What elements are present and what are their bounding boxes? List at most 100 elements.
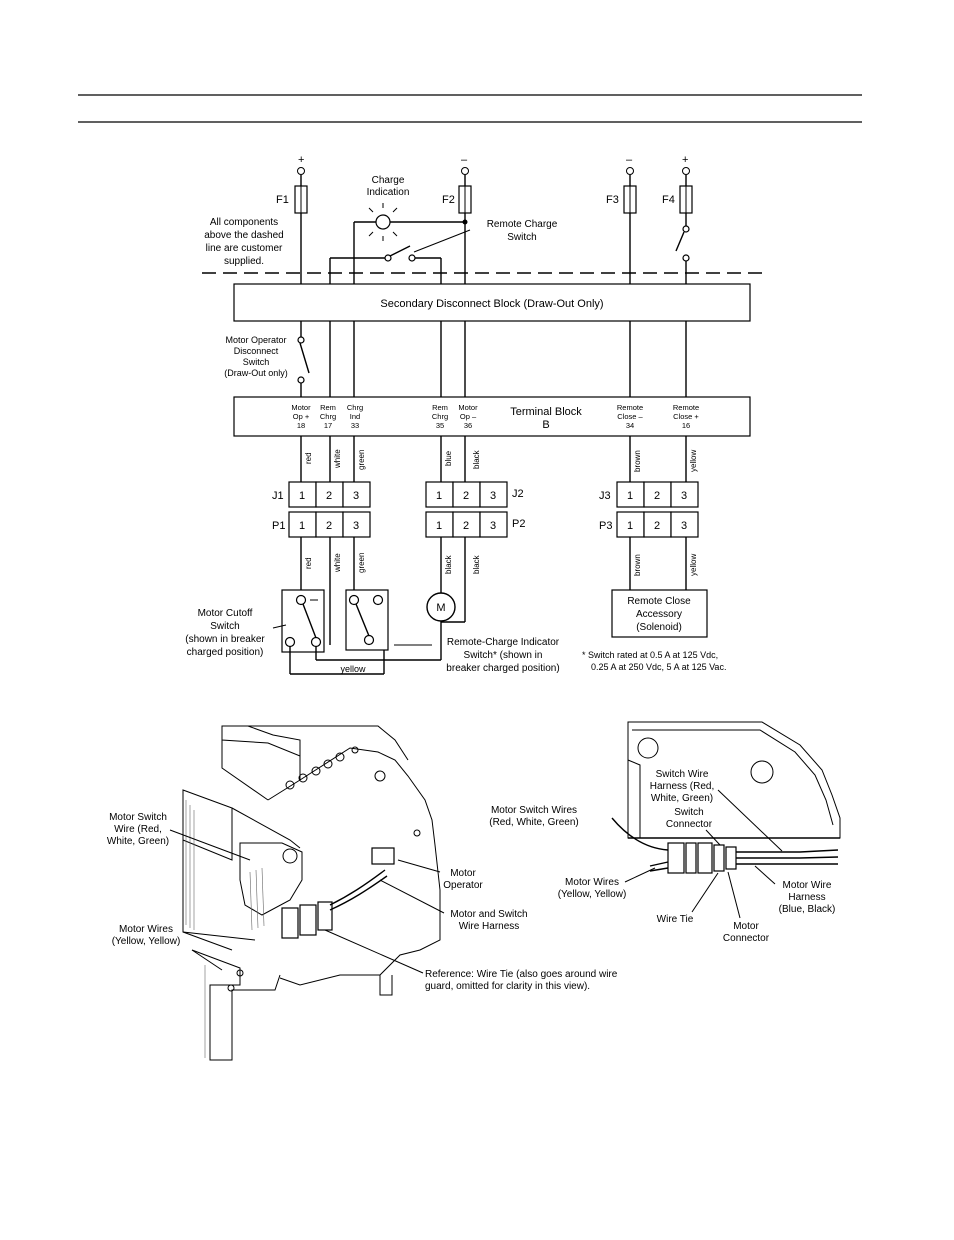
wire-yellow-lower: yellow [689,554,698,576]
remote-charge-indicator-label-2: Switch* (shown in [464,650,543,661]
rw-switch-harness-2: Harness (Red, [650,781,714,792]
lw-motor-operator-1: Motor [450,868,476,879]
lw-motor-wires-2: (Yellow, Yellow) [112,936,181,947]
connector-j3-label: J3 [599,490,611,502]
wire-brown-upper: brown [633,450,642,472]
lw-motor-wires-1: Motor Wires [119,924,173,935]
p1-pin-3: 3 [353,520,359,532]
terminal-33-label-1: Chrg [347,403,363,412]
p2-pin-2: 2 [463,520,469,532]
terminal-34-label-3: 34 [626,421,634,430]
customer-note-2: above the dashed [204,230,284,241]
lw-harness-leader [379,879,445,914]
rw-switch-harness-leader [717,789,783,852]
lw-motor-switch-wire-1: Motor Switch [109,812,167,823]
rw-motor-connector-1: Motor [733,921,759,932]
rw-wire-tie-leader [691,872,719,913]
rw-switch-connector-2: Connector [666,819,713,830]
terminal-16-label-3: 16 [682,421,690,430]
terminal-18-label-3: 18 [297,421,305,430]
remote-charge-indicator-label-1: Remote-Charge Indicator [447,637,560,648]
wire-yellow-loop: yellow [340,664,366,674]
j2-pin-1: 1 [436,490,442,502]
j2-pin-3: 3 [490,490,496,502]
footnote-line-2: 0.25 A at 250 Vdc, 5 A at 125 Vac. [591,662,726,672]
remote-close-label-1: Remote Close [627,596,691,607]
breaker-frame-illustration-icon [182,725,441,1061]
lw-motor-switch-wire-leader [169,829,251,861]
wire-yellow-upper: yellow [689,450,698,472]
p2-pin-1: 1 [436,520,442,532]
p3-pin-1: 1 [627,520,633,532]
terminal-block-b [233,396,751,437]
terminal-17-label-3: 17 [324,421,332,430]
terminal-35-label-1: Rem [432,403,448,412]
terminal-36-label-1: Motor [458,403,478,412]
rw-motor-wire-harness-3: (Blue, Black) [779,904,836,915]
lw-reference-1: Reference: Wire Tie (also goes around wi… [425,969,618,980]
connector-j1-label: J1 [272,490,284,502]
customer-note-4: supplied. [224,256,264,267]
remote-charge-indicator-switch-icon [345,589,389,651]
motor-connector-illustration-icon [611,721,841,874]
lw-harness-2: Wire Harness [459,921,520,932]
rw-switch-harness-1: Switch Wire [656,769,709,780]
wire-red-upper: red [304,452,313,464]
lw-motor-switch-wire-2: Wire (Red, [114,824,162,835]
terminal-36-label-3: 36 [464,421,472,430]
rw-motor-connector-2: Connector [723,933,770,944]
footnote-line-1: * Switch rated at 0.5 A at 125 Vdc, [582,650,718,660]
terminal-35-label-3: 35 [436,421,444,430]
terminal-17-label-2: Chrg [320,412,336,421]
wire-black-lower-2: black [472,554,481,574]
connector-p1: 1 2 3 [288,511,371,538]
wire-blue-upper: blue [444,450,453,466]
motor-cutoff-label-3: (shown in breaker [185,634,265,645]
remote-charge-contact-icon [408,254,416,262]
secondary-block-label: Secondary Disconnect Block (Draw-Out Onl… [380,298,603,310]
p3-pin-3: 3 [681,520,687,532]
terminal-34-label-2: Close – [617,412,643,421]
motor-cutoff-label-2: Switch [210,621,239,632]
f4-terminal-icon [682,167,690,175]
rw-switch-harness-3: White, Green) [651,793,713,804]
p1-pin-1: 1 [299,520,305,532]
f3-terminal-icon [626,167,634,175]
wire-brown-lower: brown [633,554,642,576]
wire-green-lower: green [357,553,366,573]
charge-indication-lamp-icon [364,203,402,241]
rw-motor-wire-harness-1: Motor Wire [783,880,832,891]
terminal-33-label-3: 33 [351,421,359,430]
connector-p1-label: P1 [272,520,285,532]
f4-switch-contact-icon [682,254,690,262]
secondary-disconnect-block [233,283,751,322]
mo-disconnect-label-4: (Draw-Out only) [224,368,288,378]
mo-disconnect-label-3: Switch [243,357,270,367]
rw-switch-connector-leader [705,829,721,846]
rw-wire-tie: Wire Tie [657,914,694,925]
lw-motor-operator-leader [397,859,441,873]
wire-green-upper: green [357,450,366,470]
wire-white-lower: white [333,553,342,573]
remote-charge-switch-label-1: Remote Charge [487,219,558,230]
right-illustration: Switch Wire Harness (Red, White, Green) … [489,721,841,944]
remote-close-label-3: (Solenoid) [636,622,682,633]
rw-motor-wire-harness-leader [754,865,776,885]
lw-motor-wires-leader [182,931,256,941]
connector-p2-label: P2 [512,518,525,530]
rw-motor-wires-2: (Yellow, Yellow) [558,889,627,900]
f1-polarity: + [298,154,304,166]
mo-disconnect-contact-icon [297,336,305,344]
motor-label: M [436,602,445,614]
customer-note-3: line are customer [206,243,283,254]
connector-j1: 1 2 3 [288,481,371,508]
f2-polarity: – [461,154,468,166]
wire-white-upper: white [333,449,342,469]
p1-pin-2: 2 [326,520,332,532]
connector-p2: 1 2 3 [425,511,508,538]
terminal-36-label-2: Op – [460,412,477,421]
motor-cutoff-leader [272,624,287,629]
terminal-17-label-1: Rem [320,403,336,412]
j1-pin-1: 1 [299,490,305,502]
